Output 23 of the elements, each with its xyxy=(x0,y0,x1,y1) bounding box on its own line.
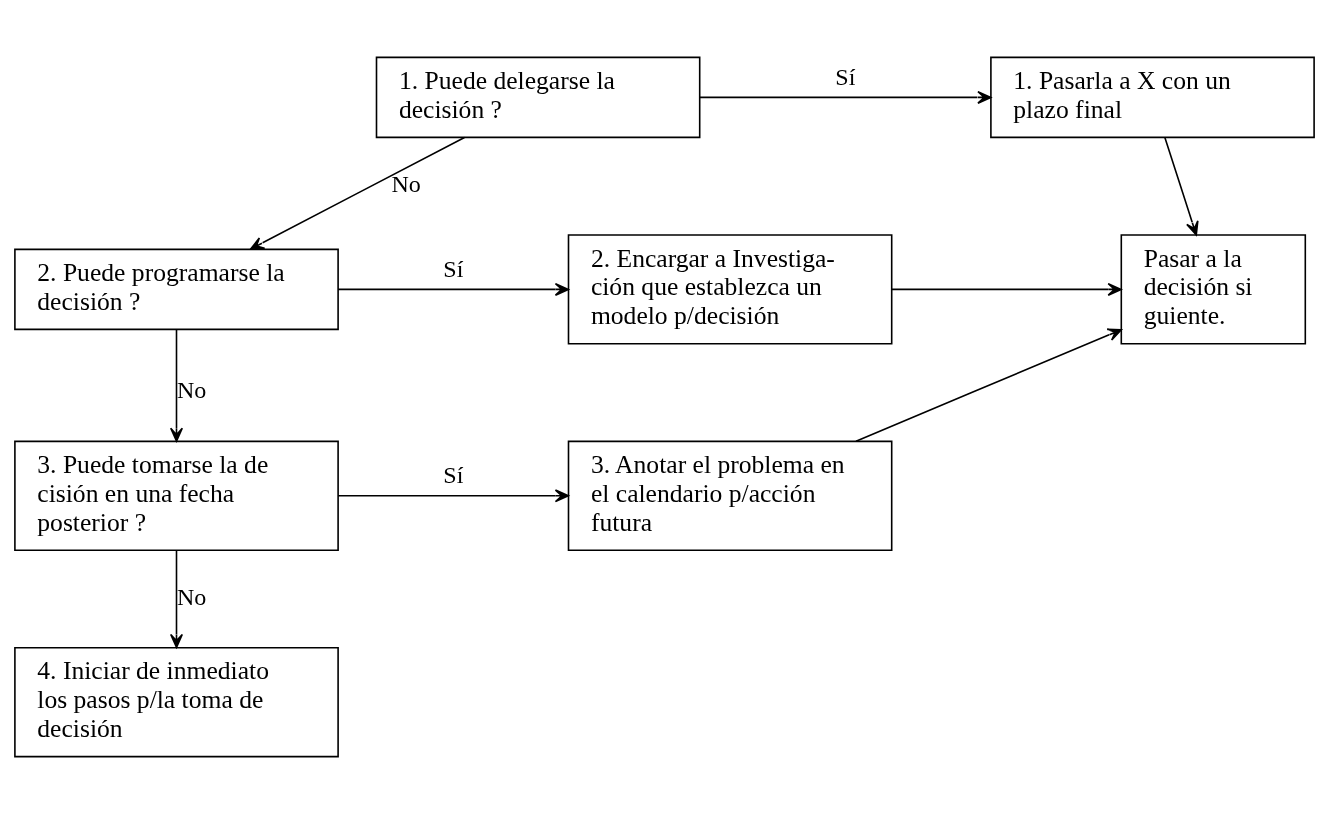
node-box: 1. Puede delegarse la decisión ? xyxy=(375,56,701,139)
arrow xyxy=(337,489,570,503)
arrow xyxy=(249,136,466,250)
arrow xyxy=(855,328,1123,443)
arrow xyxy=(891,282,1122,296)
arrow xyxy=(169,328,184,442)
edge-label: No xyxy=(177,583,207,610)
node-box: 1. Pasarla a X con un plazo final xyxy=(990,56,1315,139)
node-box: 3. Puede tomarse la de cisión en una fecha posterior ? xyxy=(14,440,339,551)
arrow xyxy=(1164,136,1199,236)
edge-label: No xyxy=(177,377,207,404)
node-box: 3. Anotar el problema en el calendario p/acción futura xyxy=(567,440,893,551)
arrow xyxy=(337,282,570,296)
arrow xyxy=(699,90,992,104)
edge-label: Sí xyxy=(443,462,464,488)
arrow xyxy=(169,549,184,649)
edge-label: Sí xyxy=(835,63,856,90)
edge-label: Sí xyxy=(443,255,464,282)
node-box: Pasar a la decisión si guiente. xyxy=(1120,234,1307,345)
node-box: 2. Encargar a Investiga- ción que establezca un modelo p/decisión xyxy=(567,234,893,345)
edge-label: No xyxy=(391,170,421,197)
node-box: 4. Iniciar de inmediato los pasos p/la toma de decisión xyxy=(14,647,339,758)
node-box: 2. Puede programarse la decisión ? xyxy=(14,248,339,331)
